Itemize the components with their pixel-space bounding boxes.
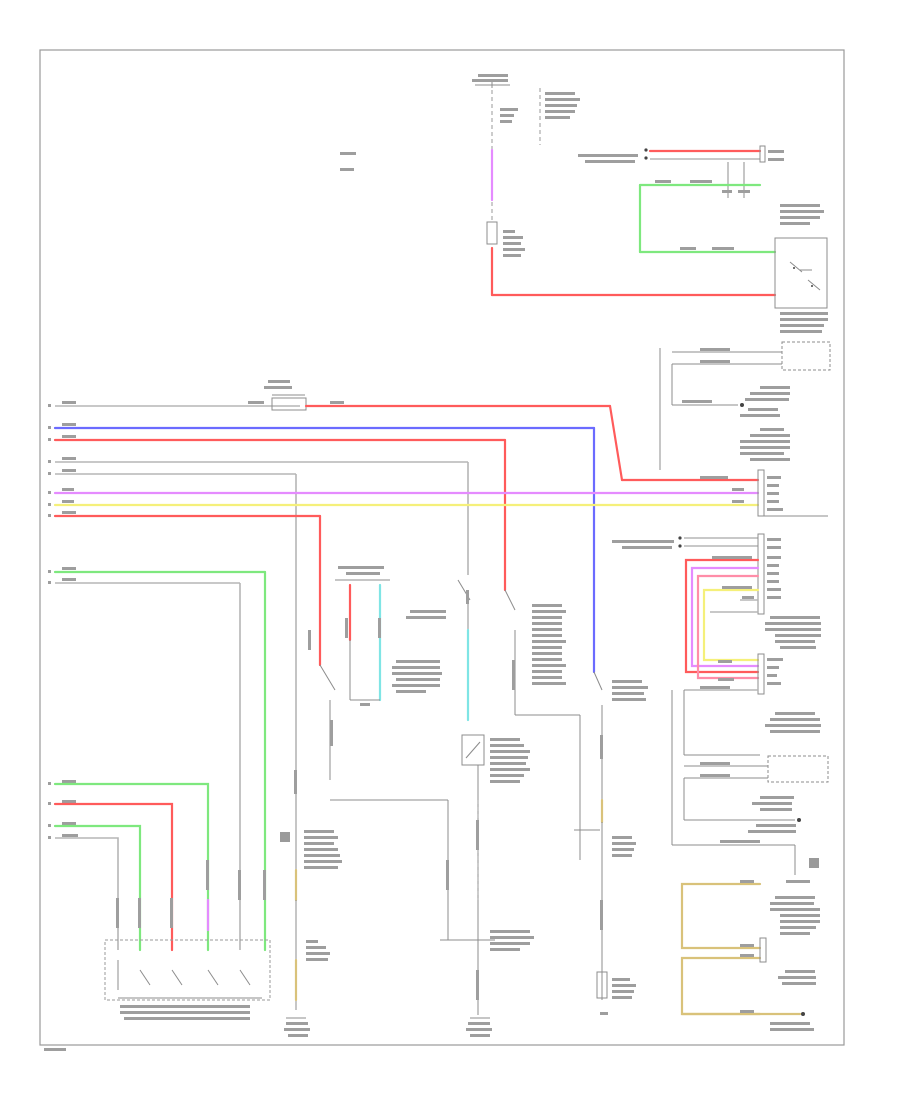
main-bus	[48, 380, 760, 952]
right-connector-mid	[659, 312, 831, 470]
tan-wires	[680, 880, 820, 1031]
fuse-top	[486, 221, 525, 257]
connector-top-right	[578, 145, 784, 198]
right-connector-bus	[700, 469, 828, 517]
left-ground-module	[280, 770, 342, 1037]
right-middle-lower	[574, 822, 636, 1015]
top-fuse-block	[472, 74, 580, 145]
center-switch-cluster	[308, 152, 648, 1037]
diagram-frame	[39, 49, 845, 1046]
green-wire-loop	[638, 180, 777, 254]
left-switch-bank	[48, 780, 271, 1020]
right-connector-block	[612, 533, 829, 883]
relay-top-right	[774, 204, 828, 309]
